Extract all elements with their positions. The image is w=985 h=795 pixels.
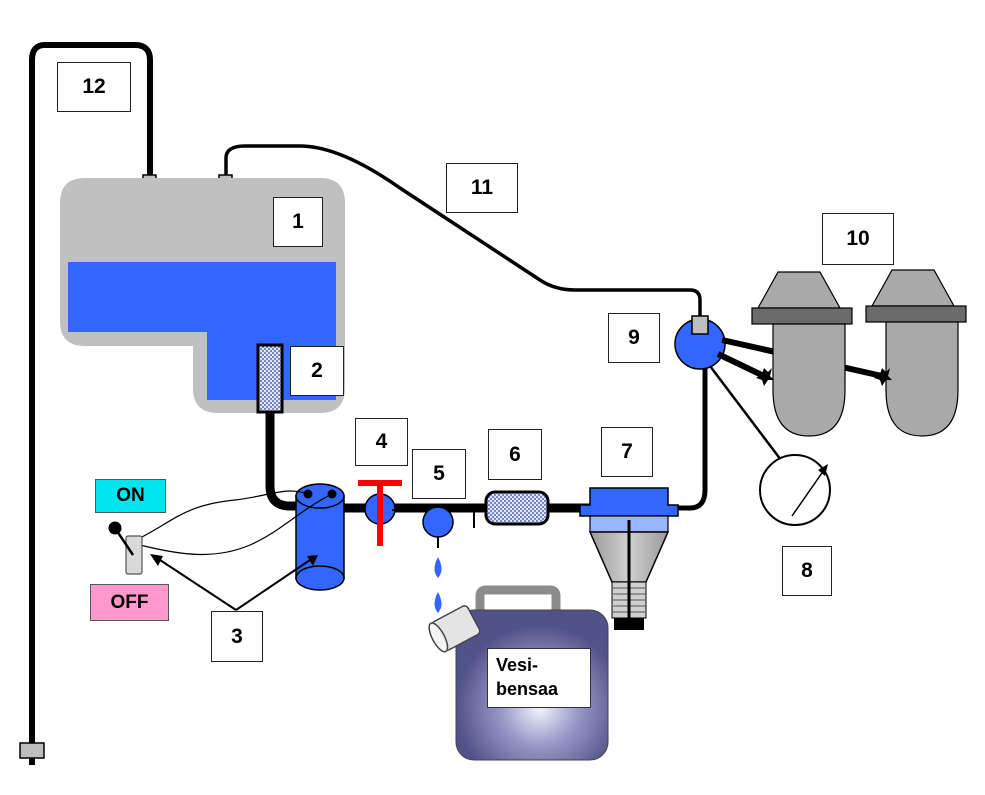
label-4: 4 (355, 418, 408, 466)
switch-off-label: OFF (90, 584, 169, 621)
label-6: 6 (488, 429, 542, 480)
tank-strainer (256, 343, 284, 414)
shutoff-valve[interactable] (358, 480, 402, 546)
label-8: 8 (782, 546, 832, 596)
label-12: 12 (57, 62, 131, 112)
return-line (224, 144, 702, 316)
pump-switch[interactable] (108, 521, 143, 575)
label-10: 10 (822, 213, 894, 265)
switch-on-label: ON (95, 479, 166, 513)
carburetor-left (751, 271, 853, 437)
label-11: 11 (446, 163, 518, 213)
canister-label-line-1: Vesi- (496, 655, 539, 675)
water-separator (392, 506, 475, 548)
fuel-distributor (674, 315, 726, 370)
water-drop-upper (434, 557, 442, 578)
label-2: 2 (290, 346, 344, 396)
canister-spout (428, 605, 481, 653)
label-9: 9 (608, 313, 660, 363)
label-1: 1 (273, 197, 323, 247)
electric-fuel-pump (295, 483, 345, 591)
carburetor-right (865, 269, 967, 437)
label-3: 3 (211, 611, 263, 662)
gauge-line (709, 365, 785, 465)
canister-label: Vesi- bensaa (487, 648, 591, 708)
label-5: 5 (412, 449, 466, 499)
wire-upper (139, 490, 309, 539)
vent-line-end-cap (19, 742, 45, 759)
wire-lower (139, 493, 333, 556)
vent-line (29, 42, 153, 765)
carb-feed-line-1 (716, 351, 766, 379)
pointer-arrows-3 (150, 554, 318, 611)
pressure-gauge (759, 454, 831, 526)
feed-line (265, 412, 300, 511)
fuel-filter (484, 490, 550, 526)
water-drop-lower (434, 592, 442, 613)
pump-outlet-line (668, 358, 708, 511)
canister-label-line-2: bensaa (496, 679, 559, 699)
mechanical-fuel-pump (579, 487, 679, 630)
label-7: 7 (601, 427, 653, 477)
